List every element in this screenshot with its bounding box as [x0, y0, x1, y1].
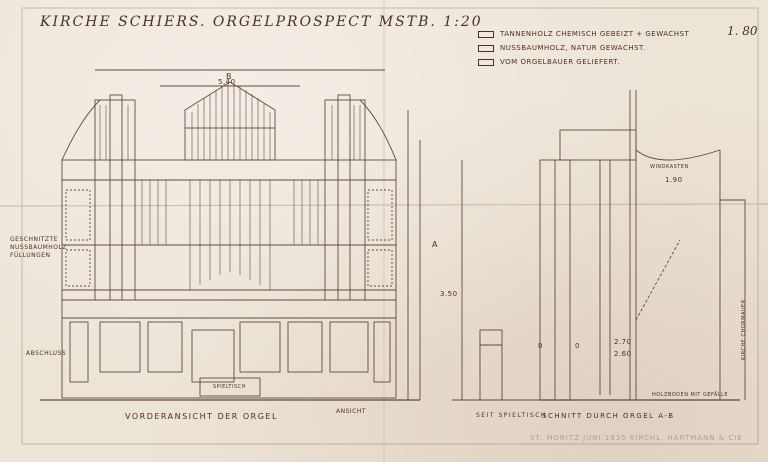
- central-pediment: [184, 81, 276, 128]
- left-tower: [94, 99, 136, 301]
- section-view: [452, 90, 746, 401]
- section-caption: SCHNITT DURCH ORGEL A-B: [542, 412, 675, 420]
- sheet-number: 1. 80: [727, 24, 758, 38]
- dimension-350: 3.50: [440, 290, 458, 298]
- drawing-title: KIRCHE SCHIERS. ORGELPROSPECT MSTB. 1:20: [40, 14, 483, 30]
- level-0-right: 0: [575, 342, 580, 350]
- dimension-190: 1.90: [665, 176, 683, 184]
- legend-swatch: [478, 58, 494, 66]
- legend-item: VOM ORGELBAUER GELIEFERT.: [478, 55, 689, 69]
- legend-swatch: [478, 44, 494, 52]
- width-dimension: 5,40: [218, 78, 236, 86]
- dimension-270: 2.70: [614, 338, 632, 346]
- legend-swatch: [478, 30, 494, 38]
- ansicht-label: ANSICHT: [336, 408, 367, 415]
- main-case: [61, 159, 397, 301]
- console-side-view: [470, 329, 540, 401]
- dimension-260: 2.60: [614, 350, 632, 358]
- level-0-left: 0: [538, 342, 543, 350]
- legend-item: NUSSBAUMHOLZ, NATUR GEWACHST.: [478, 41, 689, 55]
- windkasten-label: WINDKASTEN: [650, 164, 689, 170]
- left-side-note: GESCHNITZTE NUSSBAUMHOLZ FÜLLUNGEN: [10, 236, 67, 259]
- office-stamp: ST. MORITZ JUNI 1935 KIRCHL. HARTMANN & …: [530, 434, 743, 442]
- pipe-flats: [99, 84, 361, 290]
- sheet-border: [21, 7, 759, 445]
- chormauer-note: KIRCHE CHORMAUER: [741, 299, 747, 360]
- front-view: [40, 81, 421, 401]
- front-view-caption: VORDERANSICHT DER ORGEL: [125, 412, 278, 421]
- console-caption: SEIT SPIELTISCH: [476, 412, 547, 419]
- legend-item: TANNENHOLZ CHEMISCH GEBEIZT + GEWACHST: [478, 27, 689, 41]
- holzboden-label: HOLZBODEN MIT GEFÄLLE: [652, 392, 729, 398]
- bottom-left-note: ABSCHLUSS: [26, 350, 67, 357]
- console-bench: [199, 377, 261, 397]
- legend: TANNENHOLZ CHEMISCH GEBEIZT + GEWACHST N…: [478, 27, 689, 69]
- section-marker-a: A: [432, 240, 438, 249]
- section-marker-b: B: [226, 72, 232, 81]
- right-tower: [324, 99, 366, 301]
- spieltisch-label: SPIELTISCH: [213, 384, 246, 390]
